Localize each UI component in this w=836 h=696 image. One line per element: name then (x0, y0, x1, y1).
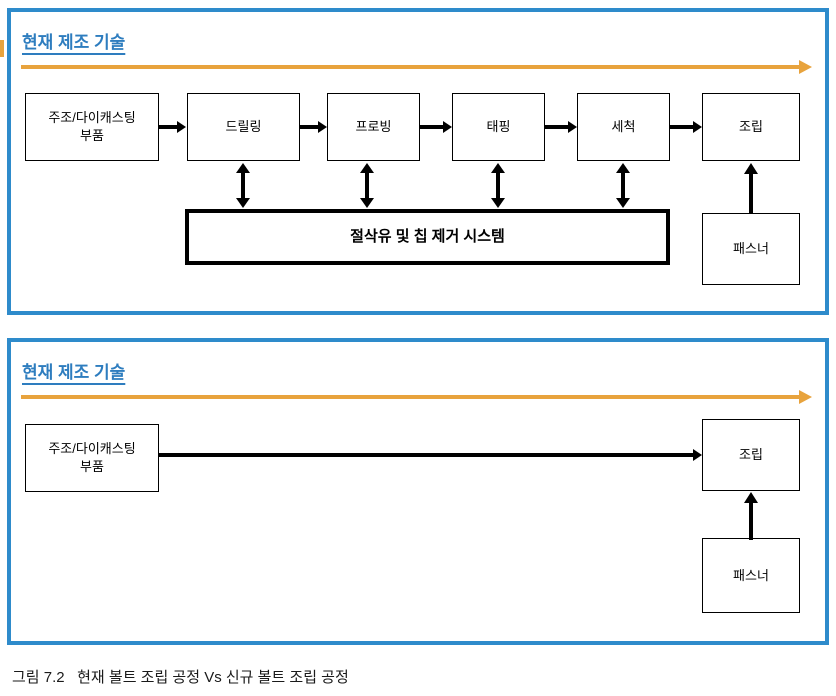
edge-arrowhead-up-icon (236, 163, 250, 173)
edge-probing-to-coolant (360, 163, 374, 208)
node-probing[interactable]: 프로빙 (327, 93, 420, 161)
edge-fastener-to-assembly (744, 163, 758, 213)
edge-shaft (545, 125, 568, 129)
edge-arrowhead-down-icon (360, 198, 374, 208)
node-label: 드릴링 (225, 119, 262, 135)
timeline-shaft (21, 65, 799, 69)
node-label-line2: 부품 (80, 128, 104, 143)
node-assembly[interactable]: 조립 (702, 93, 800, 161)
edge-arrowhead-up-icon (744, 492, 758, 503)
edge-arrowhead-up-icon (616, 163, 630, 173)
figure-caption: 그림 7.2 현재 볼트 조립 공정 Vs 신규 볼트 조립 공정 (12, 669, 349, 686)
node-tapping[interactable]: 태핑 (452, 93, 545, 161)
node-label: 조립 (739, 119, 763, 135)
node-casting-parts-new[interactable]: 주조/다이캐스팅 부품 (25, 424, 159, 492)
edge-drilling-to-probing (300, 121, 327, 133)
node-label: 패스너 (733, 567, 769, 583)
node-casting-parts[interactable]: 주조/다이캐스팅 부품 (25, 93, 159, 161)
node-assembly-new[interactable]: 조립 (702, 419, 800, 491)
edge-cleaning-to-coolant (616, 163, 630, 208)
node-fastener-new[interactable]: 패스너 (702, 538, 800, 613)
edge-arrowhead-icon (443, 121, 452, 133)
node-label-line1: 주조/다이캐스팅 (48, 441, 136, 457)
node-label: 조립 (739, 447, 763, 463)
edge-shaft (159, 125, 177, 129)
edge-drilling-to-coolant (236, 163, 250, 208)
edge-arrowhead-icon (318, 121, 327, 133)
edge-arrowhead-icon (693, 449, 702, 461)
timeline-arrowhead-icon (799, 60, 812, 74)
edge-arrowhead-down-icon (616, 198, 630, 208)
edge-probing-to-tapping (420, 121, 452, 133)
edge-shaft (670, 125, 693, 129)
edge-tapping-to-coolant (491, 163, 505, 208)
edge-arrowhead-icon (693, 121, 702, 133)
edge-arrowhead-icon (177, 121, 186, 133)
edge-tapping-to-cleaning (545, 121, 577, 133)
edge-cleaning-to-assembly (670, 121, 702, 133)
edge-arrowhead-up-icon (744, 163, 758, 174)
panel-new-process-title: 현재 제조 기술 (22, 363, 126, 382)
node-label: 세척 (611, 119, 636, 135)
timeline-arrowhead-icon (799, 390, 812, 404)
node-label-line2: 부품 (80, 459, 104, 474)
edge-shaft (749, 173, 753, 213)
edge-shaft (749, 502, 753, 540)
edge-shaft (621, 171, 625, 200)
edge-shaft (365, 171, 369, 200)
edge-arrowhead-up-icon (491, 163, 505, 173)
edge-arrowhead-up-icon (360, 163, 374, 173)
node-coolant-chip-system[interactable]: 절삭유 및 칩 제거 시스템 (185, 209, 670, 265)
edge-fastener-to-assembly-new (744, 492, 758, 540)
node-fastener[interactable]: 패스너 (702, 213, 800, 285)
edge-shaft (300, 125, 318, 129)
timeline-arrow-bottom (21, 390, 812, 404)
edge-arrowhead-icon (568, 121, 577, 133)
node-label-line1: 주조/다이캐스팅 (48, 110, 136, 126)
edge-shaft (496, 171, 500, 200)
left-edge-orange-marker (0, 40, 4, 57)
node-label: 패스너 (733, 241, 769, 257)
edge-arrowhead-down-icon (236, 198, 250, 208)
panel-current-process-title: 현재 제조 기술 (22, 33, 126, 52)
node-cleaning[interactable]: 세척 (577, 93, 670, 161)
edge-shaft (159, 453, 693, 457)
edge-shaft (241, 171, 245, 200)
timeline-shaft (21, 395, 799, 399)
timeline-arrow-top (21, 60, 812, 74)
node-label: 절삭유 및 칩 제거 시스템 (350, 227, 505, 245)
node-drilling[interactable]: 드릴링 (187, 93, 300, 161)
edge-casting-to-drilling (159, 121, 186, 133)
edge-arrowhead-down-icon (491, 198, 505, 208)
edge-casting-to-assembly-new (159, 449, 702, 461)
node-label: 프로빙 (355, 119, 392, 135)
node-label: 태핑 (486, 119, 511, 135)
edge-shaft (420, 125, 443, 129)
